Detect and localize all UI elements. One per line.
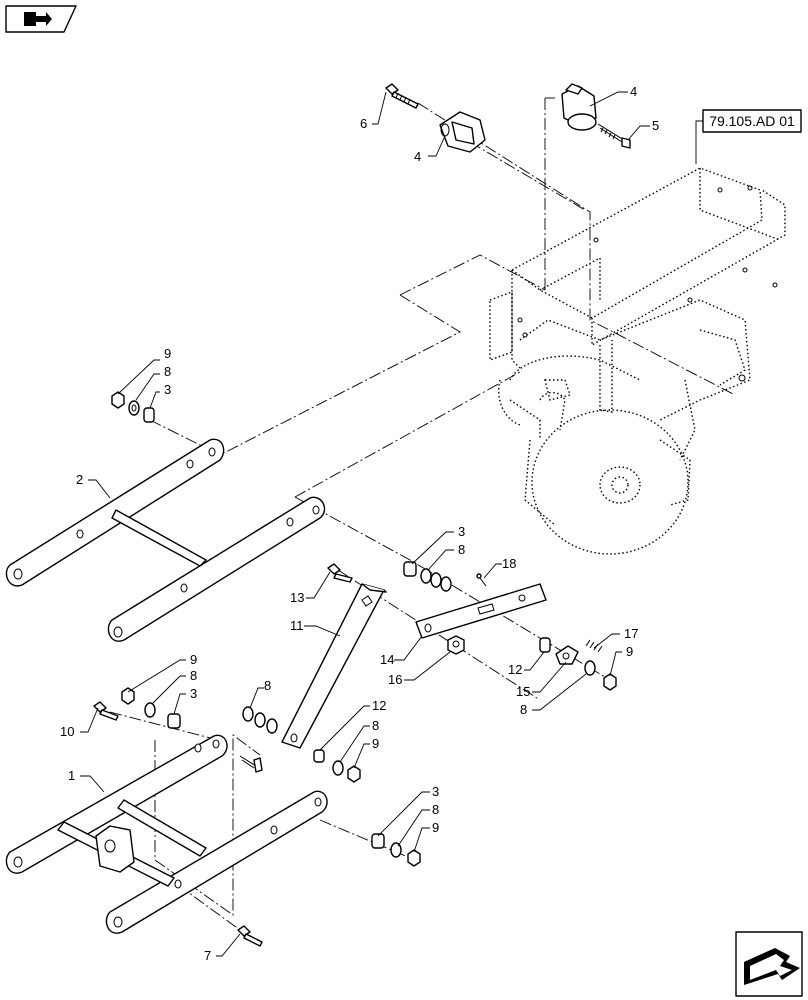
part-6-bolt[interactable] xyxy=(385,83,419,109)
callout-7: 7 xyxy=(204,948,211,963)
part-10-bolt[interactable] xyxy=(93,701,119,721)
callout-10: 10 xyxy=(60,724,74,739)
washer-stack-link[interactable] xyxy=(242,706,278,734)
callout-14: 14 xyxy=(380,652,394,667)
assembly-centerlines xyxy=(109,97,736,931)
callout-13: 13 xyxy=(290,590,304,605)
book-arrow-icon[interactable] xyxy=(5,5,77,33)
callout-3-middle: 3 xyxy=(458,524,465,539)
part-5-bolt[interactable] xyxy=(597,123,631,149)
bottom-hardware-stack[interactable] xyxy=(371,833,421,867)
reference-tag[interactable]: 79.105.AD 01 xyxy=(695,109,802,164)
callout-16: 16 xyxy=(388,672,402,687)
callout-labels: 6 4 4 5 9 8 3 2 3 8 18 13 11 14 16 17 9 … xyxy=(60,84,659,963)
right-hardware-group[interactable] xyxy=(539,637,617,691)
callout-3-lower: 3 xyxy=(190,686,197,701)
part-11-link[interactable] xyxy=(281,583,387,749)
callout-8-right: 8 xyxy=(520,702,527,717)
row-unit-assembly xyxy=(489,167,786,555)
lower-hardware-stack[interactable] xyxy=(121,687,181,729)
callout-9-lower-middle: 9 xyxy=(372,736,379,751)
callout-1: 1 xyxy=(68,768,75,783)
callout-2: 2 xyxy=(76,472,83,487)
part-18-pin[interactable] xyxy=(476,573,487,587)
callout-12-lower: 12 xyxy=(372,698,386,713)
callout-4-left: 4 xyxy=(414,149,421,164)
callout-8-middle: 8 xyxy=(458,542,465,557)
callout-18: 18 xyxy=(502,556,516,571)
callout-8-link: 8 xyxy=(264,678,271,693)
callout-6: 6 xyxy=(360,116,367,131)
callout-12-right: 12 xyxy=(508,662,522,677)
callout-11: 11 xyxy=(290,618,304,633)
callout-9-lower: 9 xyxy=(190,652,197,667)
link-bolt[interactable] xyxy=(239,755,263,773)
reference-tag-text: 79.105.AD 01 xyxy=(709,113,795,129)
callout-8-lower-middle: 8 xyxy=(372,718,379,733)
callout-8-lower: 8 xyxy=(190,668,197,683)
part-1-frame[interactable] xyxy=(5,734,328,934)
next-page-arrow-icon[interactable] xyxy=(735,931,803,997)
callout-17: 17 xyxy=(624,626,638,641)
lower-middle-hardware[interactable] xyxy=(313,749,361,783)
callout-8-upper: 8 xyxy=(164,364,171,379)
callout-4-right: 4 xyxy=(630,84,637,99)
part-7-bolt[interactable] xyxy=(237,925,263,947)
callout-9-bottom: 9 xyxy=(432,820,439,835)
part-4-sensor-left[interactable] xyxy=(439,111,486,153)
callout-leaders xyxy=(80,91,650,957)
upper-hardware-stack[interactable] xyxy=(111,391,155,423)
part-2-frame[interactable] xyxy=(5,438,326,642)
callout-9-right: 9 xyxy=(626,644,633,659)
callout-3-bottom: 3 xyxy=(432,784,439,799)
callout-8-bottom: 8 xyxy=(432,802,439,817)
part-16-nut[interactable] xyxy=(447,635,465,655)
callout-15: 15 xyxy=(516,684,530,699)
part-13-bolt[interactable] xyxy=(327,563,353,583)
callout-9-upper: 9 xyxy=(164,346,171,361)
part-14-bar[interactable] xyxy=(415,583,547,639)
middle-hardware-stack[interactable] xyxy=(403,561,452,592)
callout-3-upper: 3 xyxy=(164,382,171,397)
callout-5: 5 xyxy=(652,118,659,133)
part-4-sensor-right[interactable] xyxy=(561,83,597,131)
